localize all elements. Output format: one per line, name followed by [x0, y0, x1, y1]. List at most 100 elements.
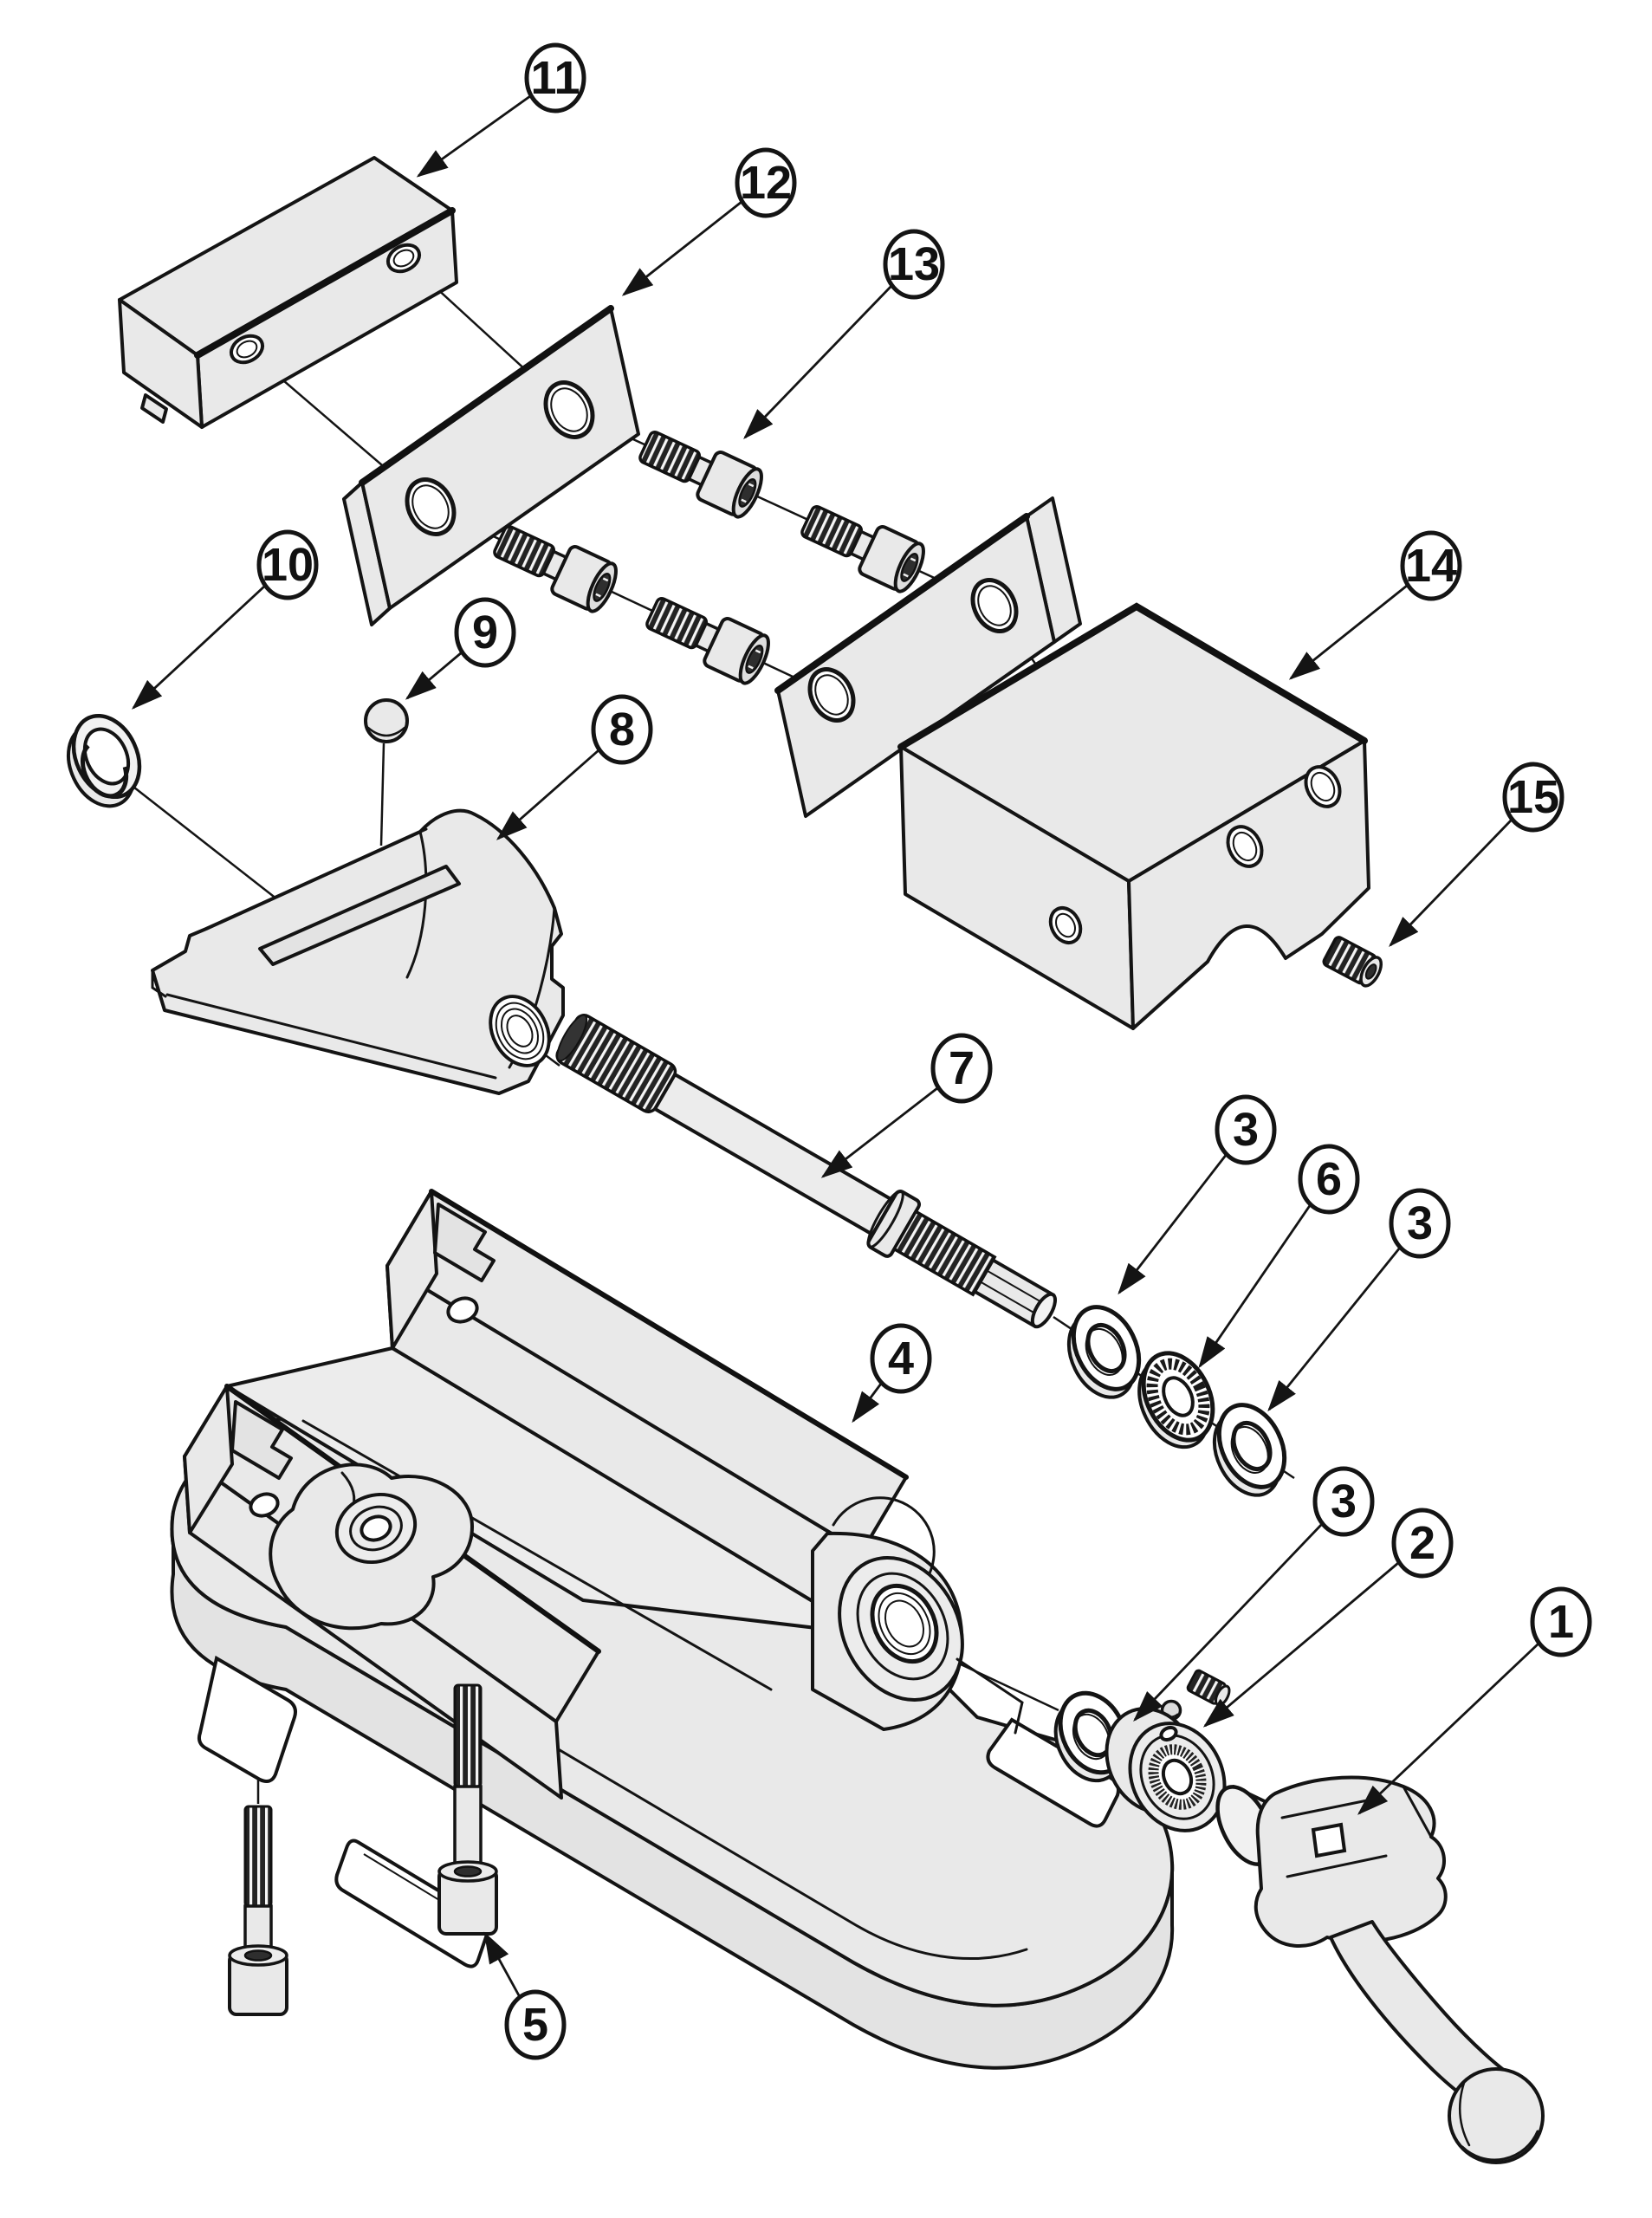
leader-2	[1202, 1561, 1399, 1728]
part-collar-setscrew	[1186, 1669, 1231, 1707]
far-rail-hole	[446, 1296, 479, 1324]
leader-3c	[1133, 1523, 1324, 1722]
svg-text:11: 11	[530, 52, 580, 104]
channel-round-end	[832, 1496, 936, 1580]
svg-text:7: 7	[949, 1042, 975, 1094]
base-nose	[811, 1496, 1024, 1735]
part-washer-b	[1212, 1403, 1287, 1497]
bushing-slot-arc	[80, 744, 129, 799]
leader-6	[1198, 1203, 1312, 1369]
callout-1: 1	[1530, 1586, 1592, 1657]
svg-text:3: 3	[1331, 1475, 1357, 1527]
part-jaw-plate-fixed	[774, 496, 1082, 818]
callout-5: 5	[504, 1989, 567, 2060]
callout-15: 15	[1502, 762, 1565, 833]
svg-text:5: 5	[522, 1999, 548, 2051]
boss-hole	[360, 1514, 392, 1542]
boss-ring	[349, 1505, 403, 1552]
svg-text:3: 3	[1233, 1104, 1259, 1156]
jaw-top-groove	[258, 865, 461, 966]
svg-text:1: 1	[1548, 1596, 1574, 1648]
near-rail-hole	[249, 1492, 280, 1518]
part-lead-screw	[555, 1014, 1058, 1329]
collar-radial-hole	[1159, 1725, 1178, 1742]
part-collar-nut	[1105, 1707, 1227, 1832]
svg-text:4: 4	[888, 1333, 914, 1385]
callout-6: 6	[1298, 1144, 1360, 1215]
leader-11	[416, 94, 531, 178]
callout-3b: 3	[1389, 1188, 1451, 1259]
leader-14	[1288, 584, 1408, 680]
nose-bore-thread1	[878, 1592, 931, 1656]
leader-12	[621, 200, 742, 296]
jaw-block-step	[140, 393, 168, 424]
screw-shaft	[652, 1072, 895, 1237]
part-set-screw	[1322, 936, 1383, 988]
svg-text:12: 12	[740, 157, 792, 209]
callout-8: 8	[591, 694, 653, 765]
svg-text:10: 10	[262, 539, 314, 591]
leader-15	[1389, 819, 1513, 948]
part-jaw-plate-movable	[342, 305, 640, 626]
part-ball	[364, 698, 409, 743]
svg-text:2: 2	[1409, 1517, 1435, 1569]
leader-3a	[1118, 1153, 1228, 1295]
jaw-tail-notch	[151, 969, 167, 998]
leader-9	[405, 651, 463, 700]
svg-text:8: 8	[609, 704, 635, 756]
callout-leaders	[131, 94, 1539, 1998]
knob-highlight	[1459, 2081, 1471, 2147]
ball-shade-arc	[366, 726, 406, 737]
callout-11: 11	[524, 42, 586, 113]
bolt-socket	[243, 1949, 273, 1962]
near-rail-end-face	[183, 1385, 234, 1534]
callout-4: 4	[870, 1323, 932, 1394]
svg-text:13: 13	[888, 238, 940, 290]
base-channel-line	[301, 1419, 773, 1691]
jaw-dome-left-edge	[405, 830, 428, 979]
callout-2: 2	[1391, 1508, 1454, 1579]
part-fixed-jaw-block	[897, 602, 1370, 1030]
jaw-screw-3	[487, 514, 624, 617]
part-base-bolt-right	[437, 1683, 498, 1936]
part-washer-c	[1053, 1690, 1129, 1783]
part-jaw-block	[118, 156, 458, 429]
jaw-screw-2	[794, 494, 931, 597]
near-rail-tslot-lip	[230, 1400, 293, 1480]
serration-ring	[1146, 1358, 1210, 1436]
leader-8	[496, 749, 599, 840]
part-movable-jaw	[151, 808, 565, 1095]
callout-13: 13	[883, 229, 945, 300]
axis-nose-washer	[943, 1655, 1059, 1712]
jaw-side-edge	[165, 993, 497, 1080]
nose-bore-thread2	[884, 1599, 925, 1648]
handle-knuckle-hole	[1311, 1822, 1347, 1858]
block14-right-face	[1127, 739, 1370, 1030]
part-washer-a	[1066, 1305, 1142, 1399]
svg-text:3: 3	[1407, 1197, 1433, 1249]
jaw-top-step	[204, 827, 428, 931]
screw-tip-face	[1030, 1292, 1058, 1329]
callout-12: 12	[735, 147, 797, 218]
jaw-threaded-bore	[489, 995, 551, 1067]
leader-10	[131, 584, 266, 710]
leader-4	[852, 1383, 883, 1424]
jaw-block-side	[118, 298, 204, 429]
part-vise-base	[170, 1189, 1175, 2070]
bolt-socket	[453, 1865, 483, 1878]
callout-9: 9	[454, 597, 516, 668]
callout-3a: 3	[1215, 1094, 1277, 1165]
leader-7	[820, 1086, 938, 1178]
knob-shade-arc	[1461, 2130, 1539, 2162]
callout-10: 10	[256, 529, 319, 600]
part-handle	[1215, 1775, 1545, 2164]
svg-text:9: 9	[472, 606, 498, 658]
leader-3b	[1267, 1247, 1402, 1412]
far-rail-tslot-lip	[433, 1203, 496, 1282]
leader-1	[1357, 1642, 1539, 1815]
jaw-screw-4	[639, 586, 776, 689]
svg-text:6: 6	[1316, 1153, 1342, 1205]
base-clamp-boss	[269, 1462, 474, 1631]
leader-5	[483, 1931, 522, 1998]
